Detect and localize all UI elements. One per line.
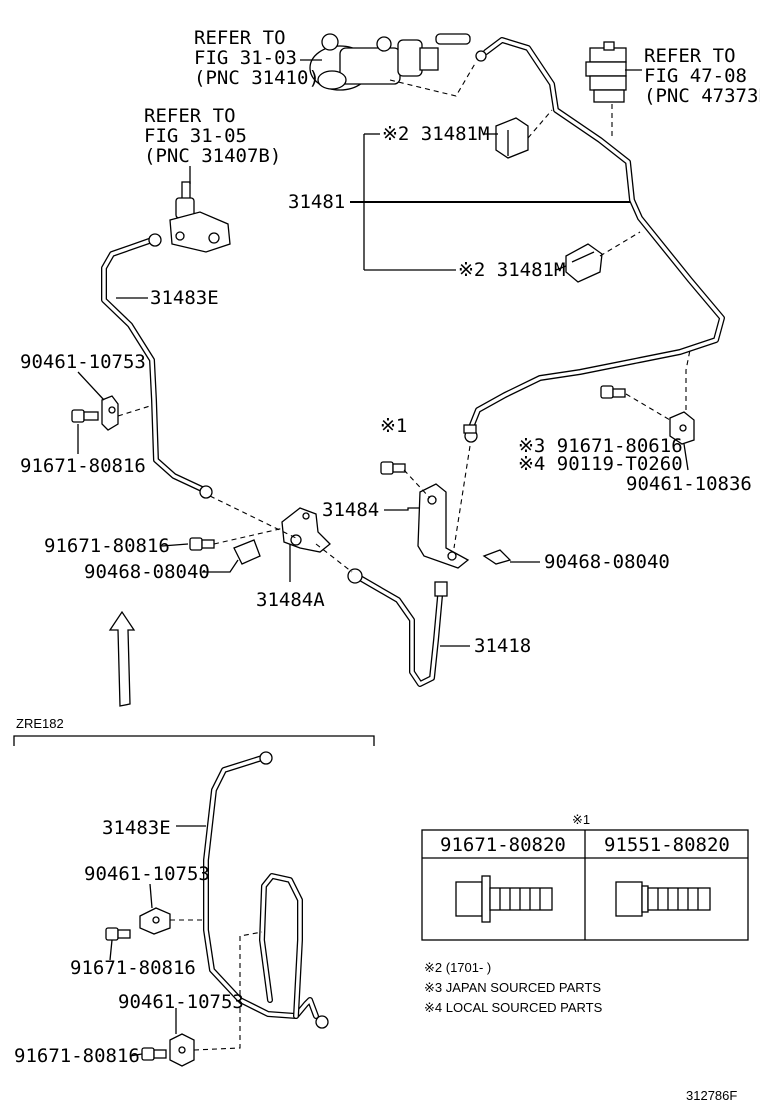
leader-clamp-b [599, 231, 641, 257]
leader-bolt-middle [213, 527, 285, 545]
label-91671-80616: ※3 91671-80616 [518, 435, 683, 457]
inset-label-90461-10753-b: 90461-10753 [118, 991, 244, 1013]
note-4: ※4 LOCAL SOURCED PARTS [424, 1000, 603, 1015]
label-31481M-a: ※2 31481M [382, 123, 489, 145]
clamp-31481M-b [565, 243, 603, 283]
label-91671-80816-a: 91671-80816 [20, 455, 146, 477]
note-2: ※2 (1701- ) [424, 960, 491, 975]
leader-clamp-a [527, 109, 553, 139]
flexible-hose-31418 [347, 568, 448, 687]
leader-bracket-left [117, 405, 151, 417]
label-31484: 31484 [322, 499, 379, 521]
inset-leader-bracket-a [149, 883, 153, 909]
label-90468-08040-a: 90468-08040 [84, 561, 210, 583]
clutch-union [169, 181, 231, 253]
label-91671-80816-b: 91671-80816 [44, 535, 170, 557]
footnotes: ※2 (1701- ) ※3 JAPAN SOURCED PARTS ※4 LO… [424, 960, 603, 1015]
leader-31484 [453, 445, 471, 549]
inset-leader-bolt-b [129, 1053, 143, 1057]
inset-zre182: ZRE182 [13, 716, 375, 1067]
table-mark: ※1 [572, 812, 590, 827]
clutch-tube-31483E [101, 233, 213, 499]
label-90119-T0260: ※4 90119-T0260 [518, 453, 683, 475]
table-col1-header: 91671-80820 [440, 834, 566, 856]
ref-right-line2: FIG 47-08 [644, 65, 747, 87]
label-31481M-b: ※2 31481M [458, 259, 565, 281]
label-90468-08040-b: 90468-08040 [544, 551, 670, 573]
clamp-31481M-a [495, 117, 529, 159]
label-90461-10753: 90461-10753 [20, 351, 146, 373]
inset-bolt-a [105, 927, 131, 941]
reference-right: REFER TO FIG 47-08 (PNC 47373B [644, 45, 760, 107]
clamp-47373B [585, 41, 627, 103]
inset-bracket [13, 735, 375, 746]
bracket-90461-10753 [101, 395, 119, 431]
clip-90468-08040-b [482, 549, 512, 565]
reference-left: REFER TO FIG 31-05 (PNC 31407B) [144, 105, 281, 167]
bolt-91671-80616 [600, 385, 626, 399]
ref-right-line3: (PNC 47373B [644, 85, 760, 107]
table-bolt-flanged-icon [455, 875, 553, 923]
label-31483E: 31483E [150, 287, 219, 309]
inset-tube-31483E [203, 751, 329, 1029]
reference-top: REFER TO FIG 31-03 (PNC 31410) [194, 27, 320, 89]
inset-leader-bolt-a [109, 939, 113, 961]
ref-right-line1: REFER TO [644, 45, 736, 67]
label-31484A: 31484A [256, 589, 325, 611]
inset-bracket-a [139, 907, 171, 935]
ref-left-line1: REFER TO [144, 105, 236, 127]
ref-top-line1: REFER TO [194, 27, 286, 49]
label-31481: 31481 [288, 191, 345, 213]
inset-label-90461-10753-a: 90461-10753 [84, 863, 210, 885]
note-3: ※3 JAPAN SOURCED PARTS [424, 980, 601, 995]
bolt-91671-80816-b [189, 537, 215, 551]
clutch-master-cylinder [309, 33, 471, 91]
table-bolt-plain-icon [615, 881, 711, 917]
inset-bracket-b [169, 1033, 195, 1067]
ref-top-line2: FIG 31-03 [194, 47, 297, 69]
leader-bracket-right [685, 349, 691, 410]
ref-left-line2: FIG 31-05 [144, 125, 247, 147]
inset-label-91671-80816-a: 91671-80816 [70, 957, 196, 979]
bracket-31484A [281, 507, 331, 553]
bolt-table: ※1 91671-80820 91551-80820 [421, 812, 749, 941]
diagram-id: 312786F [686, 1088, 737, 1103]
direction-arrow-icon [108, 610, 136, 707]
inset-label: ZRE182 [16, 716, 64, 731]
inset-label-31483E: 31483E [102, 817, 171, 839]
leader-31484A [209, 495, 297, 539]
ref-top-line3: (PNC 31410) [194, 67, 320, 89]
clutch-tube-31481 [463, 37, 725, 443]
inset-leader-b [193, 931, 263, 1051]
leader-bolt-right [625, 393, 671, 421]
ref-left-line3: (PNC 31407B) [144, 145, 281, 167]
bolt-x1 [380, 461, 406, 475]
bracket-90461-10836 [669, 411, 695, 445]
leader-master-cyl [389, 61, 477, 97]
bolt-91671-80816-a [71, 409, 99, 423]
label-x1: ※1 [380, 415, 407, 437]
label-31418: 31418 [474, 635, 531, 657]
clip-90468-08040-a [233, 539, 261, 565]
inset-label-91671-80816-b: 91671-80816 [14, 1045, 140, 1067]
label-leaders [77, 59, 689, 647]
inset-bolt-b [141, 1047, 167, 1061]
table-col2-header: 91551-80820 [604, 834, 730, 856]
leader-x1 [403, 469, 431, 499]
leader-hose [315, 543, 353, 573]
label-90461-10836: 90461-10836 [626, 473, 752, 495]
bracket-31484 [417, 483, 470, 569]
